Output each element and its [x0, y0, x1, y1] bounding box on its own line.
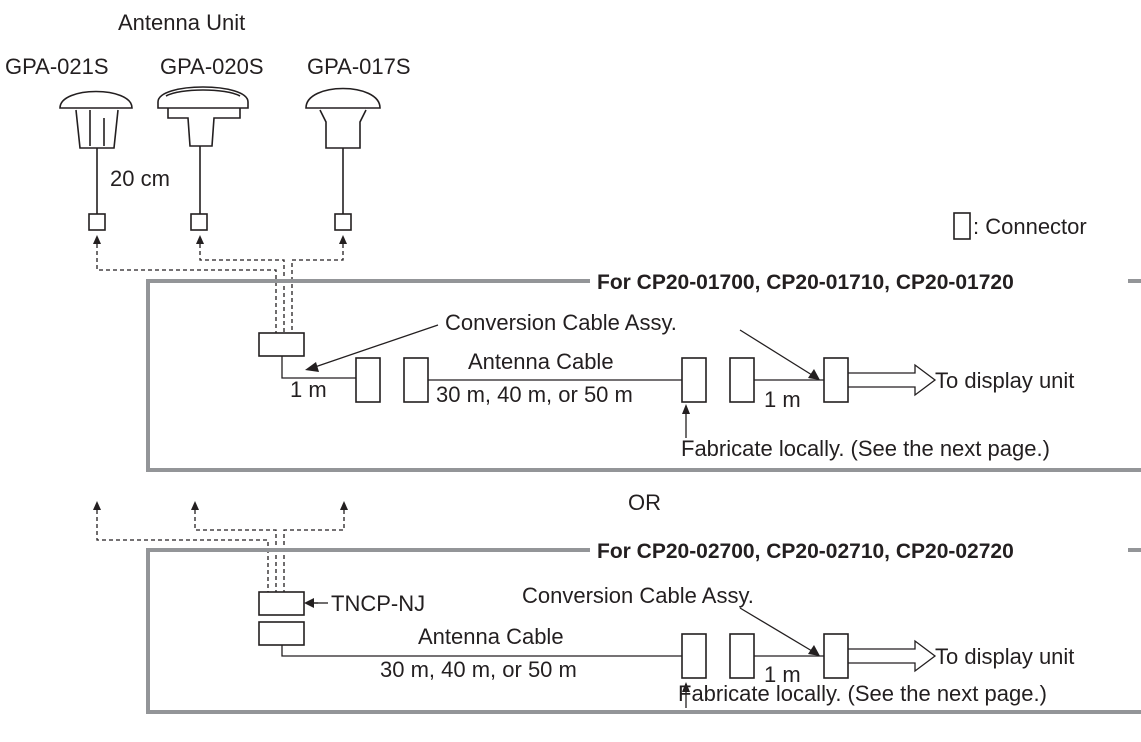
bottom-tncp-nj-adapter [258, 591, 305, 616]
bottom-adapter-label: TNCP-NJ [331, 591, 425, 616]
top-antenna-cable-connector-d [729, 357, 755, 403]
top-to-display-arrow [848, 363, 937, 397]
top-conversion-connector-antenna [258, 332, 305, 357]
antenna-model-gpa-021s: GPA-021S [5, 54, 109, 79]
bottom-section-frame [146, 548, 1141, 714]
top-section-title: For CP20-01700, CP20-01710, CP20-01720 [597, 271, 1014, 294]
top-to-display-label: To display unit [935, 368, 1074, 393]
bottom-end-length: 1 m [764, 662, 801, 687]
top-display-connector [823, 357, 849, 403]
dashed-routing-bottom [93, 501, 348, 592]
antenna-connector-1 [88, 213, 106, 231]
top-antenna-cable-label: Antenna Cable [468, 349, 614, 374]
antenna-connector-3 [334, 213, 352, 231]
antenna-model-gpa-017s: GPA-017S [307, 54, 411, 79]
antenna-model-gpa-020s: GPA-020S [160, 54, 264, 79]
antenna-unit-heading: Antenna Unit [118, 10, 245, 35]
antenna-gpa-020s-icon [157, 86, 249, 214]
legend-connector-label: : Connector [973, 214, 1087, 239]
bottom-antenna-cable-label: Antenna Cable [418, 624, 564, 649]
top-end-length: 1 m [764, 387, 801, 412]
top-antenna-cable-connector-c [681, 357, 707, 403]
bottom-display-connector [823, 633, 849, 679]
bottom-to-display-arrow [848, 639, 937, 673]
bottom-fabricate-note: Fabricate locally. (See the next page.) [678, 681, 1047, 706]
dashed-routing-top [93, 235, 347, 333]
bottom-to-display-label: To display unit [935, 644, 1074, 669]
bottom-section-title: For CP20-02700, CP20-02710, CP20-02720 [597, 540, 1014, 563]
bottom-antenna-cable-connector-d [729, 633, 755, 679]
top-conversion-length: 1 m [290, 377, 327, 402]
top-antenna-cable-lengths: 30 m, 40 m, or 50 m [436, 382, 633, 407]
short-cable-length: 20 cm [110, 166, 170, 191]
antenna-gpa-017s-icon [305, 87, 381, 214]
or-separator: OR [628, 490, 661, 515]
bottom-antenna-connector [258, 621, 305, 646]
bottom-antenna-cable-connector-c [681, 633, 707, 679]
top-fabricate-note: Fabricate locally. (See the next page.) [681, 436, 1050, 461]
bottom-conversion-cable-label: Conversion Cable Assy. [522, 583, 754, 608]
legend-connector-icon [953, 212, 971, 240]
bottom-antenna-cable-lengths: 30 m, 40 m, or 50 m [380, 657, 577, 682]
top-conversion-cable-label: Conversion Cable Assy. [445, 310, 677, 335]
top-section-frame [146, 279, 1141, 472]
top-antenna-cable-connector-b [403, 357, 429, 403]
antenna-connector-2 [190, 213, 208, 231]
top-antenna-cable-connector-a [355, 357, 381, 403]
antenna-gpa-021s-icon [59, 90, 133, 214]
